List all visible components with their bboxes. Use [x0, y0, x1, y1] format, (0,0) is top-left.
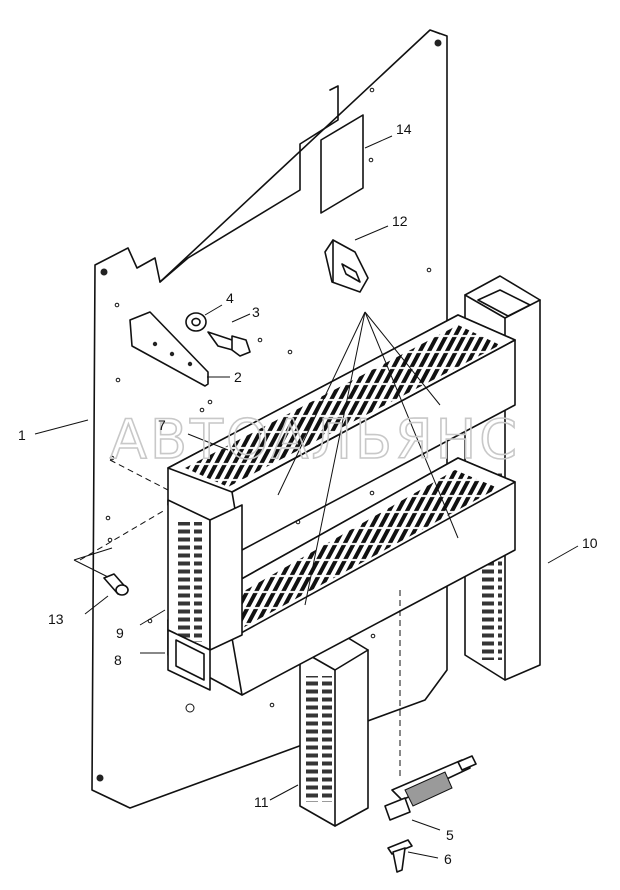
label-part-6: 6	[444, 851, 452, 867]
label-part-1: 1	[18, 427, 26, 443]
cable-duct-vertical-lower	[299, 629, 369, 827]
label-part-10: 10	[582, 535, 598, 551]
screw-left	[103, 573, 129, 596]
assembly-line	[109, 459, 169, 491]
label-part-12: 12	[392, 213, 408, 229]
watermark: АВТОАЛЬЯНС	[110, 408, 520, 471]
label-part-5: 5	[446, 827, 454, 843]
assembly-line	[79, 509, 166, 561]
washer	[185, 312, 207, 332]
bracket	[129, 311, 209, 387]
label-part-4: 4	[226, 290, 234, 306]
label-part-2: 2	[234, 369, 242, 385]
label-part-13: 13	[48, 611, 64, 627]
label-part-3: 3	[252, 304, 260, 320]
label-plate	[320, 114, 364, 214]
label-part-7: 7	[158, 417, 166, 433]
label-part-14: 14	[396, 121, 412, 137]
label-part-11: 11	[254, 794, 269, 810]
leader-lines	[34, 135, 579, 859]
bolt	[207, 331, 251, 357]
assembly-arrows	[73, 311, 459, 606]
cable-duct-vertical-left	[167, 499, 243, 651]
label-part-8: 8	[114, 652, 122, 668]
cable-clip	[324, 239, 369, 293]
label-part-9: 9	[116, 625, 124, 641]
fuse-holder	[384, 755, 477, 821]
duct-cover	[167, 629, 211, 691]
screw	[387, 839, 413, 873]
cable-duct-horizontal-upper	[167, 314, 516, 551]
